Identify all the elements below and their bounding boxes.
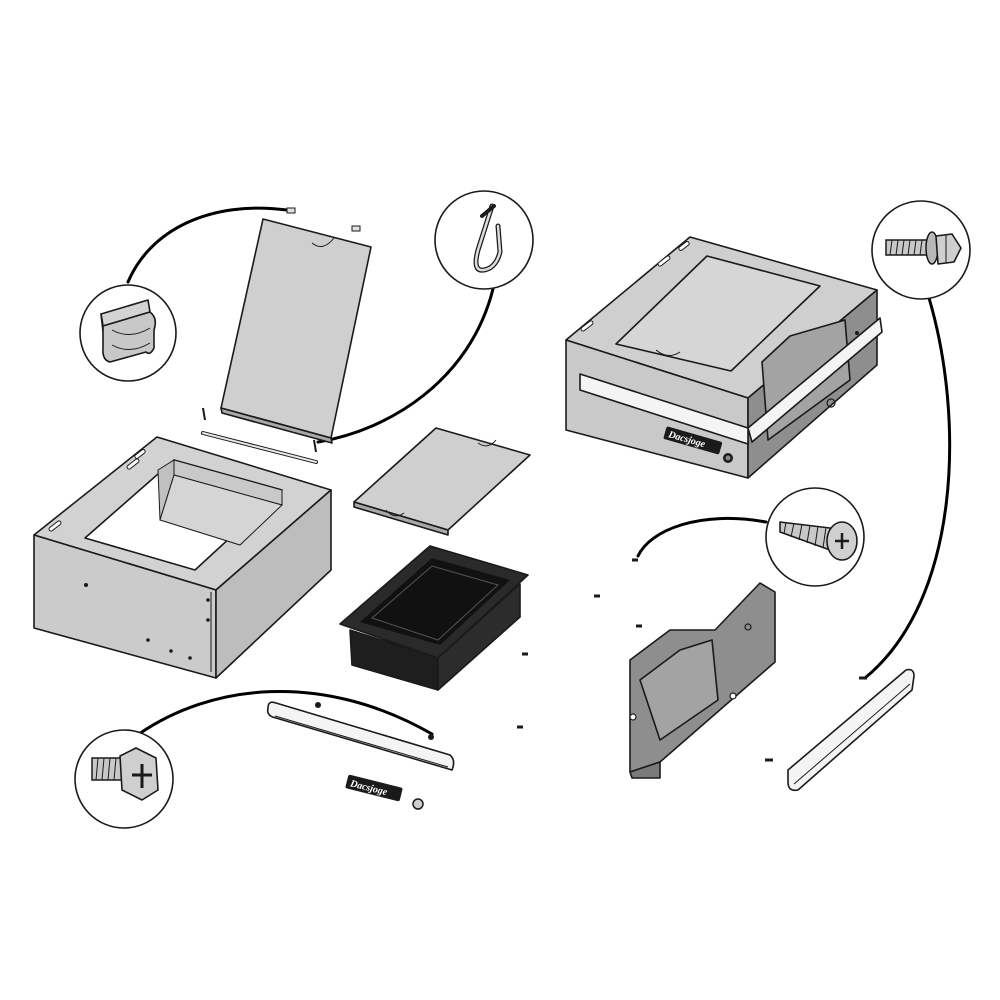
- r-clip-pin-detail-callout: [434, 190, 534, 290]
- phillips-screw-icon: [779, 521, 858, 561]
- screw-9: [428, 734, 434, 740]
- lid-panel: [220, 207, 372, 444]
- lid-clip-left: [286, 207, 296, 214]
- loose-screws: [315, 558, 867, 762]
- r-clip-pin-leader-line: [316, 287, 495, 444]
- badge-emblem: [412, 798, 424, 810]
- lid-clip-right: [351, 225, 361, 232]
- hex-phillips-bolt-detail-callout: [74, 729, 174, 829]
- r-clip-right: [313, 439, 317, 453]
- screw-leader-line: [636, 516, 768, 558]
- r-clip-left: [202, 407, 206, 421]
- clip-leader-line: [126, 206, 289, 284]
- self-tapping-screw-detail-callout: [765, 487, 865, 587]
- side-handle: [787, 668, 915, 792]
- plastic-clip-icon: [100, 299, 157, 363]
- screw-8: [315, 702, 321, 708]
- assembled-cart: Dacsjoge: [565, 236, 883, 479]
- hex-phillips-bolt-icon: [91, 747, 159, 801]
- loose-logo-badge: Dacsjoge: [345, 774, 424, 810]
- hex-flange-bolt-icon: [885, 231, 962, 265]
- drawer-bin: [339, 545, 529, 691]
- cart-frame: [33, 436, 332, 679]
- hex-bolt-leader-line: [137, 689, 434, 736]
- clip-detail-callout: [79, 284, 177, 382]
- front-logo-plate: [663, 426, 723, 455]
- r-clip-pin-icon: [473, 203, 503, 273]
- flange-bolt-detail-callout: [871, 200, 971, 300]
- leader-lines: [126, 206, 952, 736]
- heat-shield-plate: [353, 427, 531, 536]
- hinge-rod-assembly: [201, 407, 318, 464]
- front-handle: [266, 701, 455, 771]
- side-cover: [629, 582, 776, 779]
- flange-bolt-leader-line: [863, 296, 952, 680]
